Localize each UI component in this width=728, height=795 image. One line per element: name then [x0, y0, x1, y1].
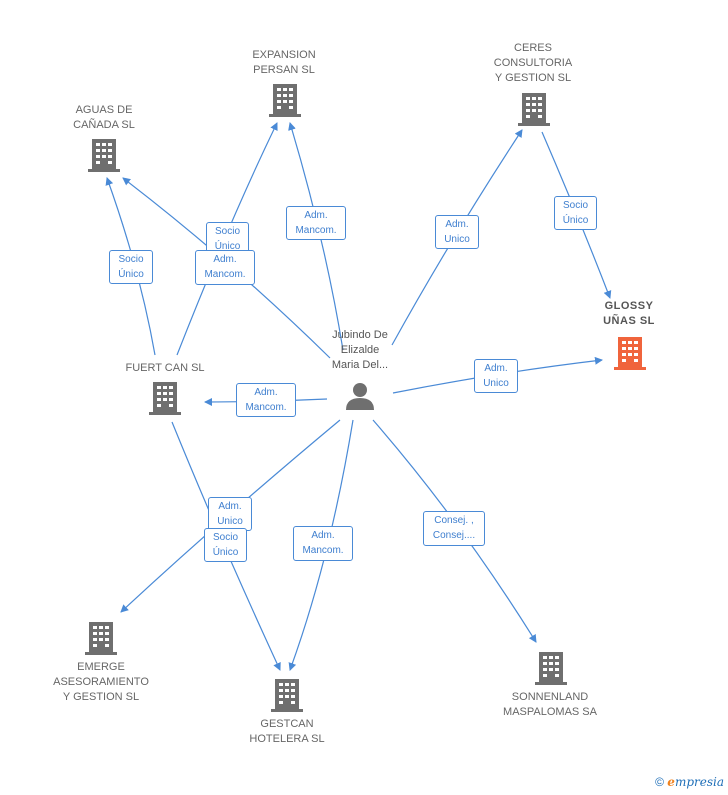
copyright-symbol: © — [655, 775, 664, 789]
company-sonnenland-maspalomas[interactable]: SONNENLAND MASPALOMAS SA — [492, 650, 608, 720]
company-label: GLOSSY UÑAS SL — [603, 300, 655, 327]
edge-label-adm-unico[interactable]: Adm. Unico — [474, 359, 518, 393]
building-icon — [88, 139, 120, 172]
building-icon — [535, 652, 567, 685]
person-icon — [346, 383, 374, 410]
edge-label-socio-unico[interactable]: Socio Único — [206, 222, 249, 255]
company-expansion-persan[interactable]: EXPANSION PERSAN SL — [231, 48, 337, 117]
building-icon — [269, 84, 301, 117]
building-icon — [614, 337, 646, 370]
person-label: Jubindo De Elizalde Maria Del... — [331, 329, 389, 371]
company-label: GESTCAN HOTELERA SL — [249, 718, 325, 745]
company-ceres-consultoria[interactable]: CERES CONSULTORIA Y GESTION SL — [475, 41, 591, 126]
company-label: EMERGE ASESORAMIENTO Y GESTION SL — [53, 661, 149, 703]
edge-label-socio-unico[interactable]: Socio Único — [204, 528, 247, 562]
company-aguas-de-canada[interactable]: AGUAS DE CAÑADA SL — [52, 103, 156, 172]
building-icon — [85, 622, 117, 655]
building-icon — [271, 679, 303, 712]
company-glossy-unas[interactable]: GLOSSY UÑAS SL — [582, 299, 676, 370]
building-icon — [518, 93, 550, 126]
edge-label-adm-unico[interactable]: Adm. Unico — [208, 497, 252, 531]
company-gestcan-hotelera[interactable]: GESTCAN HOTELERA SL — [236, 677, 338, 747]
company-label: FUERT CAN SL — [125, 362, 205, 374]
edge-label-adm-mancom[interactable]: Adm. Mancom. — [195, 250, 255, 285]
edge-label-socio-unico[interactable]: Socio Único — [109, 250, 153, 284]
edge-label-adm-unico[interactable]: Adm. Unico — [435, 215, 479, 249]
company-label: SONNENLAND MASPALOMAS SA — [503, 691, 597, 718]
company-fuert-can[interactable]: FUERT CAN SL — [114, 361, 216, 415]
company-label: EXPANSION PERSAN SL — [252, 49, 316, 76]
edge-label-adm-mancom[interactable]: Adm. Mancom. — [236, 383, 296, 417]
edge-label-adm-mancom[interactable]: Adm. Mancom. — [286, 206, 346, 240]
edge-label-adm-mancom[interactable]: Adm. Mancom. — [293, 526, 353, 561]
empresia-watermark: © empresia — [655, 775, 724, 789]
building-icon — [149, 382, 181, 415]
company-label: CERES CONSULTORIA Y GESTION SL — [493, 42, 573, 84]
edge-label-socio-unico[interactable]: Socio Único — [554, 196, 597, 230]
person-node[interactable]: Jubindo De Elizalde Maria Del... — [310, 328, 410, 411]
company-label: AGUAS DE CAÑADA SL — [73, 104, 135, 131]
company-emerge-asesoramiento[interactable]: EMERGE ASESORAMIENTO Y GESTION SL — [44, 620, 158, 705]
brand-logo: empresia — [667, 775, 724, 789]
edge-label-consej[interactable]: Consej. , Consej.... — [423, 511, 485, 546]
